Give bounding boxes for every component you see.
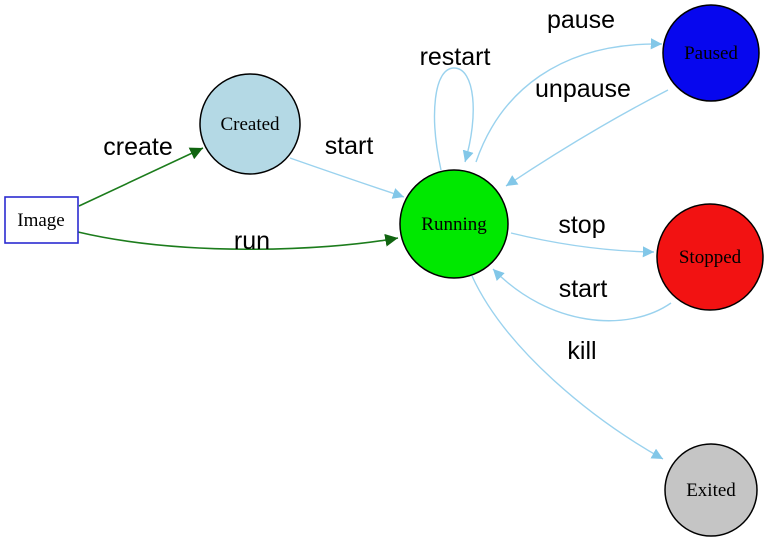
nodes-layer: Image Created Running Paused Stopped Exi	[4, 4, 764, 537]
edge-kill-path	[471, 275, 664, 460]
node-created-shape	[199, 73, 301, 175]
edge-start-created-running-path	[289, 157, 405, 199]
edge-start-stopped-running-path	[492, 268, 672, 322]
edge-label-restart: restart	[420, 43, 491, 71]
node-stopped-shape	[656, 203, 764, 311]
edge-create-path	[78, 147, 204, 207]
node-running-shape	[399, 169, 509, 279]
node-image: Image	[4, 196, 79, 244]
edge-labels-layer: create run start restart pause unpause s…	[103, 6, 631, 365]
node-paused: Paused	[662, 4, 760, 102]
edge-restart-selfloop-path	[433, 67, 474, 171]
node-image-shape	[4, 196, 79, 244]
edge-stop-path	[510, 232, 655, 258]
edge-pause-path	[475, 38, 663, 163]
edge-label-unpause: unpause	[535, 75, 631, 103]
node-exited-label: Exited	[686, 480, 736, 501]
node-running: Running	[399, 169, 509, 279]
edge-label-start-stopped: start	[559, 275, 608, 303]
node-created: Created	[199, 73, 301, 175]
node-created-label: Created	[220, 114, 280, 135]
edge-run-path	[77, 231, 399, 251]
edge-label-kill: kill	[567, 337, 596, 365]
edge-label-run: run	[234, 227, 270, 255]
node-running-label: Running	[421, 214, 487, 235]
edge-unpause-path	[505, 89, 669, 187]
node-image-label: Image	[17, 210, 64, 231]
edges-layer	[77, 38, 672, 460]
node-stopped-label: Stopped	[679, 247, 742, 268]
edge-label-stop: stop	[558, 211, 605, 239]
node-paused-shape	[662, 4, 760, 102]
node-exited-shape	[664, 443, 758, 537]
edge-label-pause: pause	[547, 6, 615, 34]
edge-label-start-created: start	[325, 132, 374, 160]
node-exited: Exited	[664, 443, 758, 537]
node-stopped: Stopped	[656, 203, 764, 311]
edge-label-create: create	[103, 133, 172, 161]
node-paused-label: Paused	[684, 43, 738, 64]
